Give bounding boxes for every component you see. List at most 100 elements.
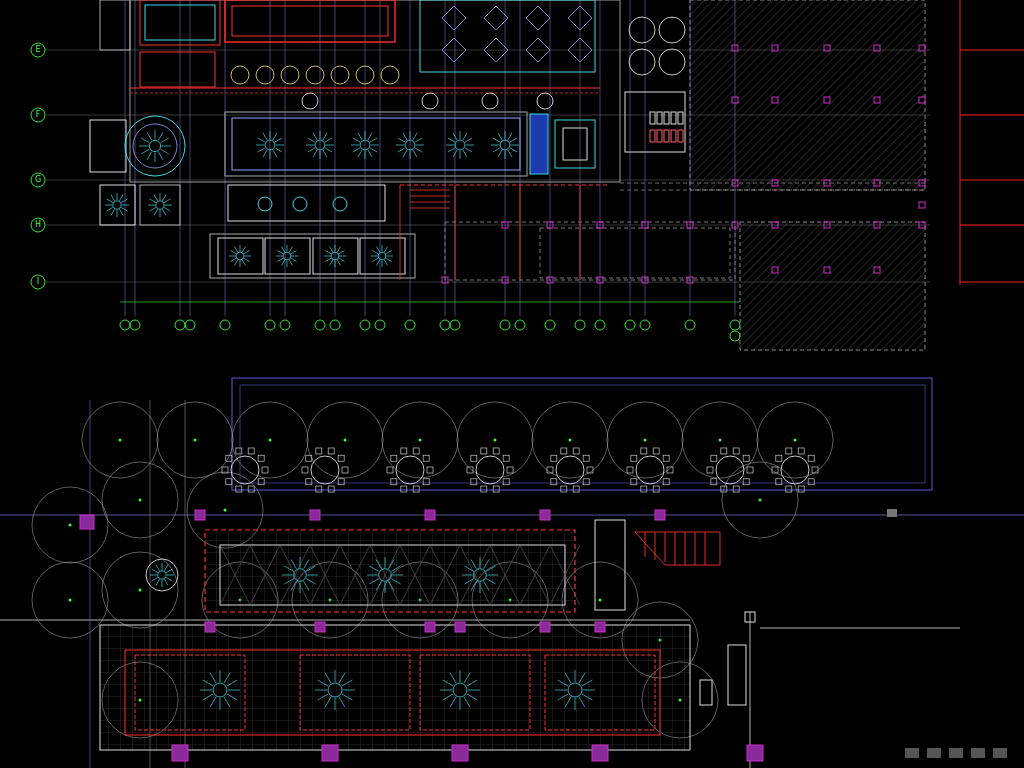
grid-bubble (575, 320, 585, 330)
plan-line (46, 115, 930, 116)
chair (391, 455, 397, 461)
plan-line (148, 205, 155, 206)
plan-line (370, 148, 377, 152)
ceiling-lattice (400, 545, 430, 605)
plan-line (505, 131, 506, 139)
plan-line (353, 138, 360, 142)
plan-line (240, 245, 241, 252)
plan-line (320, 131, 321, 139)
column (919, 202, 925, 208)
plan-line (120, 302, 740, 303)
plan-line (161, 149, 169, 154)
wall-outline (540, 228, 730, 278)
grid-bubble (31, 275, 45, 289)
wall-outline (678, 112, 683, 124)
ceiling-lamp (446, 131, 474, 159)
chair (493, 448, 499, 454)
column (597, 222, 603, 228)
wall-outline (650, 112, 655, 124)
column (425, 510, 435, 520)
wall-outline (218, 238, 263, 274)
column (874, 267, 880, 273)
pendant-lamp (333, 197, 347, 211)
table-top (716, 456, 744, 484)
chair (743, 479, 749, 485)
chair (641, 486, 647, 492)
plan-line (210, 697, 216, 707)
grid-bubble (265, 320, 275, 330)
wall-outline (678, 130, 683, 142)
plan-line (960, 0, 961, 285)
lamp-dot (759, 499, 762, 502)
wall-outline (232, 118, 520, 170)
lamp-ring (236, 252, 244, 260)
ceiling-ornament (526, 38, 550, 62)
plan-line (335, 0, 336, 316)
plan-line (130, 88, 600, 89)
column-round (302, 93, 318, 109)
plan-line (389, 559, 394, 568)
lamp-ring (455, 140, 465, 150)
plan-line (304, 581, 309, 590)
lamp-coverage (307, 402, 383, 478)
chair (812, 467, 818, 473)
chair (663, 455, 669, 461)
ceiling-lattice (340, 545, 370, 605)
pendant-lamp (231, 66, 249, 84)
plan-line (235, 260, 238, 266)
ceiling-lamp (148, 193, 172, 217)
plan-line (270, 0, 271, 316)
grid-bubble (31, 108, 45, 122)
chair (583, 455, 589, 461)
chair (583, 479, 589, 485)
grid-label: I (37, 278, 39, 286)
plan-line (337, 246, 340, 252)
lamp-ring (315, 140, 325, 150)
plan-line (443, 694, 453, 700)
wall-outline (225, 0, 395, 42)
chair (338, 479, 344, 485)
plan-line (484, 559, 489, 568)
chair (667, 467, 673, 473)
chair (258, 455, 264, 461)
lamp-ring (156, 201, 164, 209)
plan-line (220, 670, 221, 682)
plan-line (165, 205, 172, 206)
wall-outline (657, 112, 662, 124)
plan-line (376, 559, 381, 568)
plan-line (277, 251, 283, 254)
plan-line (291, 256, 298, 257)
plan-line (147, 152, 152, 160)
plan-line (960, 225, 1024, 226)
ceiling-lamp (371, 245, 393, 267)
chair (503, 479, 509, 485)
chair (798, 448, 804, 454)
plan-line (365, 151, 366, 159)
chair (653, 448, 659, 454)
plan-line (152, 569, 158, 573)
lamp-dot (599, 599, 602, 602)
pendant-lamp (258, 197, 272, 211)
lamp-ring (379, 569, 392, 582)
grid-bubble (545, 320, 555, 330)
plan-line (325, 697, 331, 707)
lamp-dot (194, 439, 197, 442)
plan-line (450, 673, 456, 683)
lamp-ring (294, 569, 307, 582)
plan-line (471, 581, 476, 590)
plan-line (313, 133, 317, 140)
plan-line (160, 210, 161, 217)
plan-line (300, 582, 301, 593)
plan-line (275, 148, 282, 152)
lamp-coverage (32, 487, 108, 563)
column (772, 267, 778, 273)
plan-line (448, 148, 455, 152)
plan-line (276, 145, 284, 146)
plan-line (230, 258, 236, 261)
plan-line (462, 575, 473, 576)
lamp-dot (419, 439, 422, 442)
plan-line (147, 132, 152, 140)
chair (721, 448, 727, 454)
